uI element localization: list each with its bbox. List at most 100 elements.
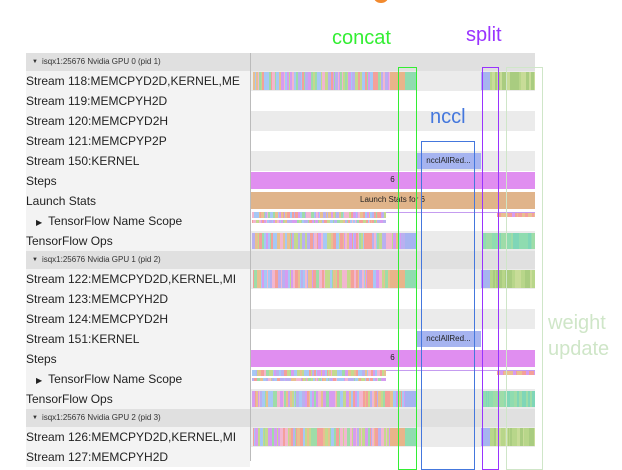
- concat-kernel-bar[interactable]: [405, 428, 416, 446]
- track-empty[interactable]: [250, 111, 535, 131]
- kernel-bar[interactable]: [390, 270, 405, 288]
- stripe: [279, 212, 281, 218]
- stripe: [271, 233, 273, 249]
- stripe: [303, 378, 306, 381]
- expand-triangle-icon[interactable]: ▶: [36, 218, 43, 227]
- stripe: [259, 212, 260, 218]
- launch-bar[interactable]: Launch Stats for 6: [250, 192, 535, 209]
- track-launch[interactable]: Launch Stats for 6: [250, 191, 535, 211]
- split-kernel-bar[interactable]: [481, 428, 490, 446]
- stripe: [320, 212, 323, 218]
- stripe: [312, 370, 314, 376]
- stripe: [331, 72, 333, 90]
- track-nccl[interactable]: ncclAllRed...: [250, 329, 535, 349]
- op-bar[interactable]: [405, 233, 416, 249]
- stripe: [493, 72, 495, 90]
- steps-bar[interactable]: 6: [250, 172, 535, 189]
- stripe: [370, 270, 373, 288]
- nccl-allreduce-bar[interactable]: ncclAllRed...: [416, 331, 481, 347]
- kernel-bar[interactable]: [390, 428, 405, 446]
- track-ops[interactable]: [250, 231, 535, 251]
- track-label: Launch Stats: [26, 191, 250, 211]
- stripe: [524, 428, 527, 446]
- stripe: [319, 270, 322, 288]
- track-steps[interactable]: 6: [250, 171, 535, 191]
- stripe: [370, 233, 372, 249]
- stripe: [333, 378, 336, 381]
- collapse-triangle-icon[interactable]: ▼: [32, 415, 38, 421]
- stripe: [272, 220, 273, 223]
- stripe: [379, 270, 382, 288]
- stripe: [504, 428, 505, 446]
- stripe: [292, 233, 294, 249]
- stripe: [519, 233, 522, 249]
- stripe: [315, 378, 316, 381]
- stripe: [294, 72, 296, 90]
- stripe: [330, 378, 332, 381]
- stripe: [336, 391, 337, 407]
- track-scope[interactable]: [250, 369, 535, 389]
- stripe: [354, 378, 355, 381]
- stripe: [260, 212, 261, 218]
- concat-kernel-bar[interactable]: [405, 72, 416, 90]
- split-kernel-bar[interactable]: [481, 72, 490, 90]
- stripe: [270, 212, 273, 218]
- stripe: [356, 370, 357, 376]
- stripe: [356, 233, 358, 249]
- stripe: [268, 428, 269, 446]
- nccl-allreduce-bar[interactable]: ncclAllRed...: [416, 153, 481, 169]
- stripe: [356, 220, 357, 223]
- process-header[interactable]: ▼isqx1:25676 Nvidia GPU 1 (pid 2): [26, 251, 535, 269]
- stripe: [377, 212, 379, 218]
- stripe: [377, 378, 378, 381]
- process-header[interactable]: ▼isqx1:25676 Nvidia GPU 2 (pid 3): [26, 409, 535, 427]
- stripe: [347, 428, 350, 446]
- collapse-triangle-icon[interactable]: ▼: [32, 59, 38, 65]
- stripe: [353, 428, 356, 446]
- stripe: [276, 72, 279, 90]
- track-empty[interactable]: [250, 91, 535, 111]
- track-nccl[interactable]: ncclAllRed...: [250, 151, 535, 171]
- track-empty[interactable]: [250, 289, 535, 309]
- stripe: [294, 212, 295, 218]
- stripe: [376, 270, 379, 288]
- stripe: [350, 220, 352, 223]
- stripe: [261, 72, 262, 90]
- stripe: [378, 378, 381, 381]
- stripe: [516, 428, 517, 446]
- stripe: [509, 233, 511, 249]
- stripe: [268, 378, 271, 381]
- expand-triangle-icon[interactable]: ▶: [36, 376, 43, 385]
- track-steps[interactable]: 6: [250, 349, 535, 369]
- stripe: [379, 233, 382, 249]
- stripe: [337, 270, 339, 288]
- stripe: [400, 233, 401, 249]
- stripe: [316, 370, 317, 376]
- stripe: [258, 391, 259, 407]
- stripe: [329, 391, 331, 407]
- stripe: [374, 233, 376, 249]
- stripe: [348, 378, 351, 381]
- steps-bar[interactable]: 6: [250, 350, 535, 367]
- stripe: [329, 370, 331, 376]
- track-scope[interactable]: [250, 211, 535, 231]
- split-kernel-bar[interactable]: [481, 270, 490, 288]
- op-bar[interactable]: [405, 391, 416, 407]
- stripe: [503, 213, 505, 217]
- process-header[interactable]: ▼isqx1:25676 Nvidia GPU 0 (pid 1): [26, 53, 535, 71]
- stripe: [372, 428, 374, 446]
- stripe: [343, 428, 344, 446]
- stripe: [522, 391, 523, 407]
- collapse-triangle-icon[interactable]: ▼: [32, 257, 38, 263]
- track-empty[interactable]: [250, 309, 535, 329]
- concat-kernel-bar[interactable]: [405, 270, 416, 288]
- kernel-bar[interactable]: [390, 72, 405, 90]
- track-label-text: Launch Stats: [26, 194, 97, 208]
- stripe: [374, 391, 375, 407]
- stripe: [291, 270, 292, 288]
- stripe: [329, 378, 330, 381]
- stripe: [314, 428, 317, 446]
- stripe: [269, 370, 270, 376]
- track-ops[interactable]: [250, 389, 535, 409]
- track-empty[interactable]: [250, 131, 535, 151]
